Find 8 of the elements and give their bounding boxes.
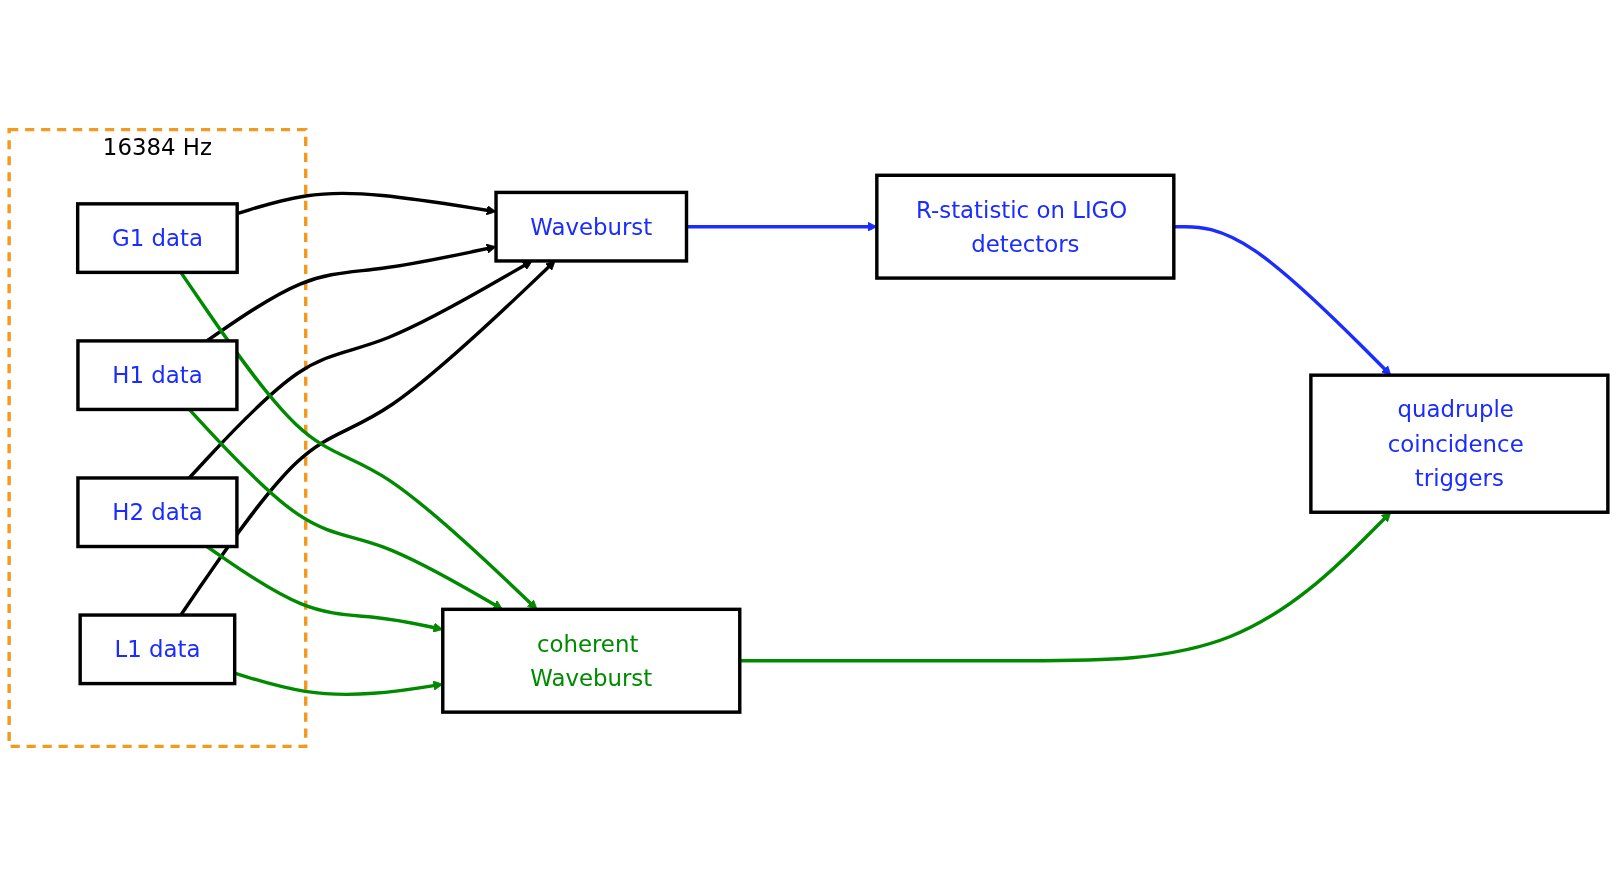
node-box: H2 data: [76, 476, 239, 549]
node-box: coherent Waveburst: [441, 607, 742, 714]
node-box: R-statistic on LIGO detectors: [875, 173, 1176, 280]
node-box: Waveburst: [494, 190, 689, 263]
node-box: L1 data: [78, 613, 237, 686]
node-box: G1 data: [75, 202, 239, 275]
node-box: quadruple coincidence triggers: [1309, 373, 1610, 514]
node-box: H1 data: [76, 339, 239, 412]
